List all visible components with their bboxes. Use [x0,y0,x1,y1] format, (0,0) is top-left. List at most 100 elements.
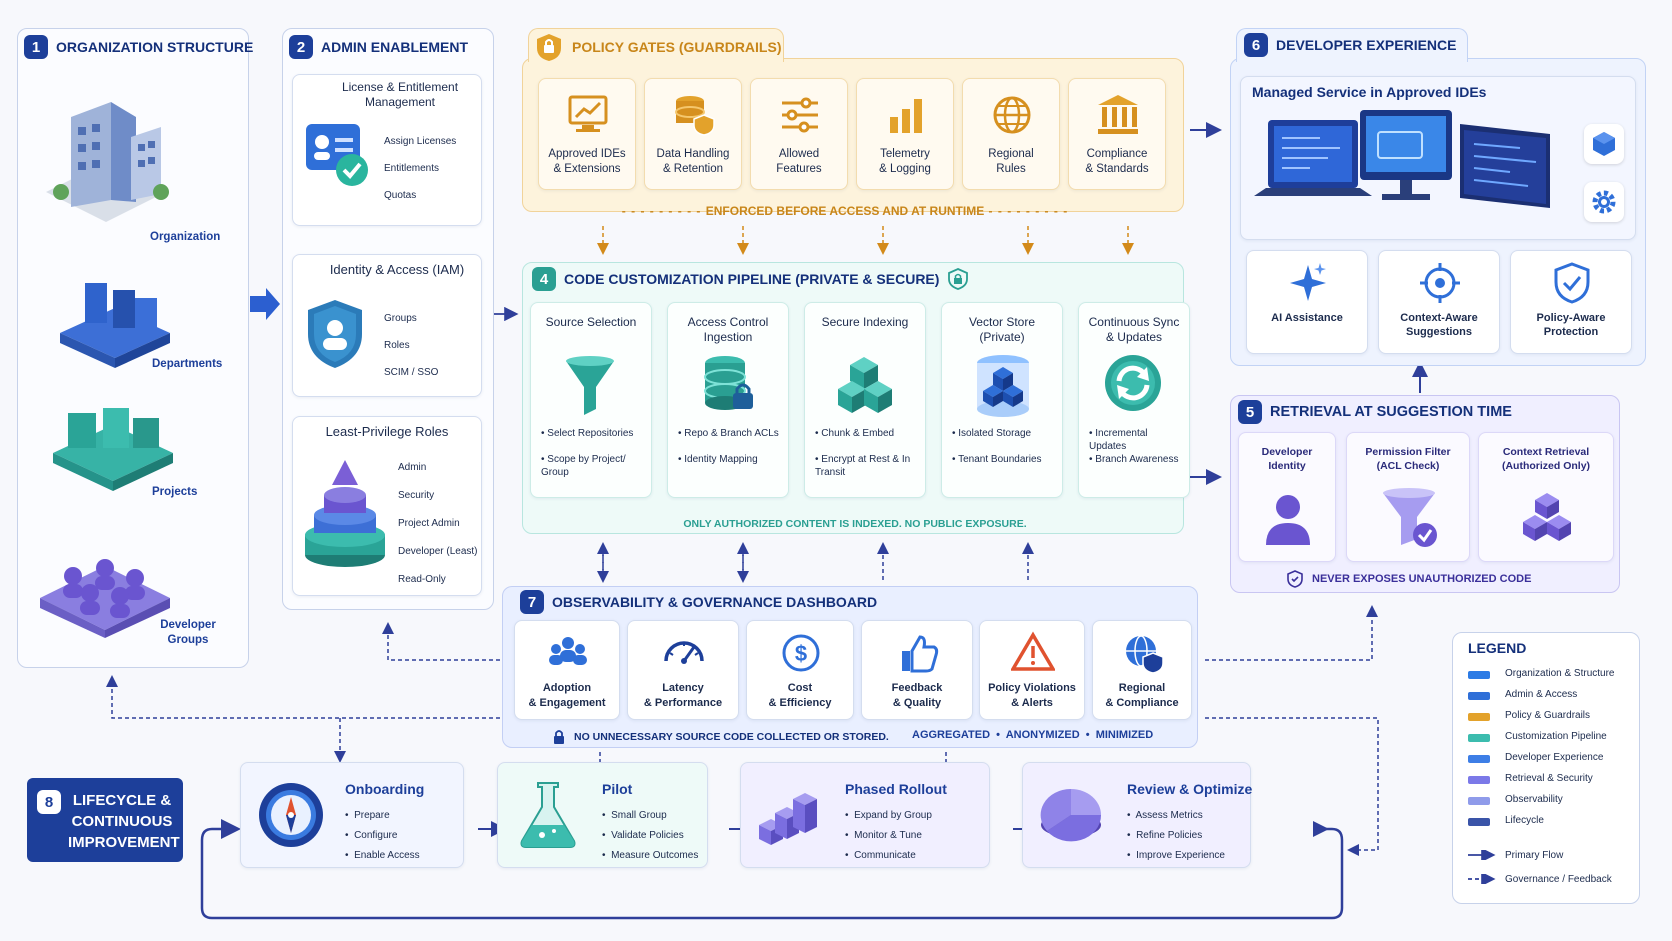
org-item-departments: Departments [152,358,223,370]
pipeline-stage-title: Continuous Sync & Updates [1088,315,1180,344]
projects-icon [53,408,173,491]
database-shield-icon [675,96,715,136]
bar-chart-icon [890,99,922,133]
pipeline-stage-bullet-text: Tenant Boundaries [958,454,1042,465]
policy-gate-card: Regional Rules [962,78,1060,190]
policy-title: POLICY GATES (GUARDRAILS) [572,39,782,55]
legend-title: LEGEND [1468,640,1527,656]
policy-gate-label-2: & Retention [662,163,724,175]
id-card-check-icon [306,124,368,186]
lifecycle-phase-bullet: • Configure [345,830,398,841]
people-icon [549,637,587,665]
observ-metric-card: Feedback & Quality [861,620,973,720]
observ-metric-label-1: Latency [662,682,704,694]
compass-icon [259,783,323,847]
legend-item: Lifecycle [1505,815,1544,826]
pipeline-stage-bullet: • Encrypt at Rest & In Transit [815,454,911,478]
filter-check-icon [1383,488,1437,547]
policy-gate-card: Approved IDEs & Extensions [538,78,636,190]
lifecycle-phase-bullet: • Expand by Group [845,810,932,821]
roles-card [292,416,482,596]
legend-swatch [1468,797,1490,805]
legend-item: Retrieval & Security [1505,773,1593,784]
monitor-chart-icon [568,95,608,132]
retrieval-step-label-1: Context Retrieval [1502,446,1590,458]
observ-metric-label-1: Regional [1118,682,1166,694]
shield-check-icon [1287,570,1303,588]
policy-gate-label-1: Approved IDEs [548,148,626,160]
policy-gate-label-1: Allowed [778,148,820,160]
legend-swatch [1468,671,1490,679]
primary-flow-sample [1468,850,1496,860]
iam-item-0: Groups [384,313,417,324]
lifecycle-phase-bullet-text: Measure Outcomes [611,850,699,861]
observ-metric-label-1: Adoption [542,682,592,694]
pipeline-stage-bullet-text: Chunk & Embed [821,428,895,439]
lifecycle-title-l2: CONTINUOUS [71,813,173,830]
legend-item: Developer Experience [1505,752,1604,763]
devexp-feature-label-1: Policy-Aware [1536,312,1606,324]
lifecycle-number-wrap: 8 [37,790,61,814]
pipeline-stage-bullet: • Select Repositories [541,428,634,439]
observ-metric-card: Adoption & Engagement [514,620,620,720]
legend-swatch [1468,692,1490,700]
retrieval-step-label-2: (ACL Check) [1376,460,1440,472]
pipeline-stage-bullet: • Incremental Updates [1089,428,1148,452]
departments-icon [60,283,170,368]
pipeline-stage-title: Access Control Ingestion [687,315,769,344]
retrieval-number: 5 [1238,400,1262,424]
observ-metric-card: Policy Violations & Alerts [979,620,1085,720]
legend-swatch [1468,734,1490,742]
ide-devices-icon [1254,110,1550,208]
sparkle-icon [1290,263,1326,301]
lifecycle-phase-bullet: • Assess Metrics [1127,810,1203,821]
observ-metric-label-2: & Compliance [1105,697,1179,709]
lifecycle-phase-card: Onboarding • Prepare • Configure • Enabl… [240,762,464,868]
database-lock-icon [704,356,753,410]
legend-item: Observability [1505,794,1563,805]
devexp-feature-label-1: AI Assistance [1271,312,1343,324]
pipeline-number: 4 [532,267,556,291]
devexp-tab [1236,28,1468,62]
lifecycle-phase-title: Onboarding [345,781,425,797]
roles-item-3: Developer (Least) [398,546,478,557]
retrieval-title: RETRIEVAL AT SUGGESTION TIME [1270,404,1512,420]
policy-gate-card: Telemetry & Logging [856,78,954,190]
globe-shield-icon [1126,635,1164,674]
lifecycle-phase-bullet: • Communicate [845,850,916,861]
pipeline-stage-bullet: • Repo & Branch ACLs [678,428,779,439]
dollar-icon: $ [782,634,820,672]
crosshair-icon [1420,263,1460,303]
legend-item: Customization Pipeline [1505,731,1607,742]
lifecycle-phase-bullet: • Prepare [345,810,390,821]
cubes-icon [838,357,892,413]
policy-footer: - - - - - - - - - ENFORCED BEFORE ACCESS… [621,204,1069,218]
policy-gate-label-2: & Logging [879,163,931,175]
warning-icon [1011,631,1055,671]
observ-header: 7 OBSERVABILITY & GOVERNANCE DASHBOARD [520,590,877,614]
retrieval-step-label-2: Identity [1268,460,1306,472]
devexp-feature-card: AI Assistance [1246,250,1368,354]
retrieval-step-label-1: Permission Filter [1365,446,1451,458]
legend-swatch [1468,818,1490,826]
observ-metric-label-2: & Performance [643,697,723,709]
org-number: 1 [24,35,48,59]
roles-item-4: Read-Only [398,574,446,585]
retrieval-footer: NEVER EXPOSES UNAUTHORIZED CODE [1286,570,1531,588]
pipeline-stage-bullet-text: Identity Mapping [684,454,758,465]
shield-check-icon [1554,262,1590,304]
lifecycle-phase-bullet: • Enable Access [345,850,420,861]
role-pyramid-icon [305,460,385,567]
org-title: ORGANIZATION STRUCTURE [56,39,254,55]
globe-icon [993,96,1031,134]
pipeline-stage-card: Source Selection • Select Repositories •… [530,302,652,498]
legend-governance: Governance / Feedback [1505,874,1612,885]
observ-metric-label-1: Policy Violations [988,682,1076,694]
pipeline-title: CODE CUSTOMIZATION PIPELINE (PRIVATE & S… [564,271,940,287]
observ-metric-label-2: & Engagement [528,697,606,709]
pipeline-stage-bullet-text: Isolated Storage [958,428,1032,439]
org-item-organization: Organization [150,231,221,243]
devexp-feature-label-2: Suggestions [1405,326,1472,338]
developer-groups-icon [40,559,170,638]
pipeline-stage-bullet: • Chunk & Embed [815,428,895,439]
